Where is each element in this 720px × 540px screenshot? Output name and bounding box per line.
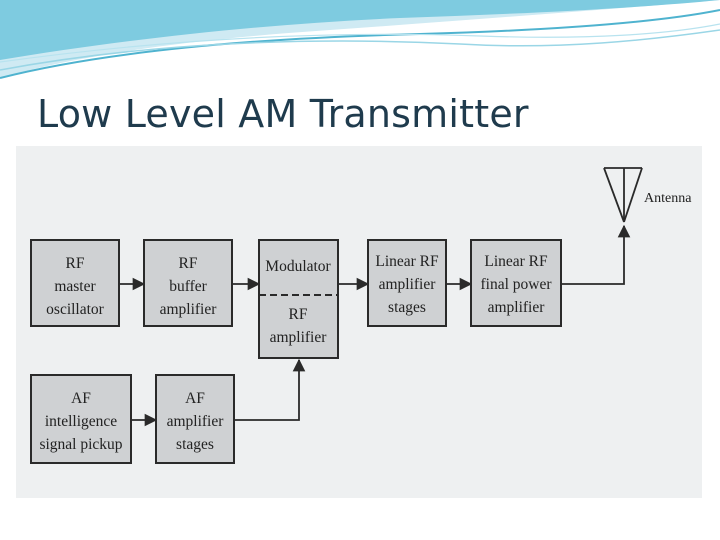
block-af-intelligence-signal-pickup: AF intelligence signal pickup <box>30 374 132 464</box>
block-label-line: stages <box>388 299 426 316</box>
block-label-line: amplifier <box>379 276 437 293</box>
antenna-icon <box>603 167 643 223</box>
block-label-line: Modulator <box>265 258 331 275</box>
block-rf-buffer-amplifier: RF buffer amplifier <box>143 239 233 327</box>
block-label-line: oscillator <box>46 301 105 318</box>
block-label-line: amplifier <box>488 299 546 316</box>
block-label-line: Linear RF <box>375 253 439 270</box>
block-linear-rf-final-power-amplifier: Linear RF final power amplifier <box>470 239 562 327</box>
block-label-line: AF <box>71 390 91 407</box>
block-label-line: RF <box>66 255 85 272</box>
block-label-line: amplifier <box>167 413 225 430</box>
block-modulator-rf-amplifier: Modulator RF amplifier <box>258 239 339 359</box>
block-label-line: RF <box>179 255 198 272</box>
block-label-line: amplifier <box>160 301 218 318</box>
block-label-line: AF <box>185 390 205 407</box>
wire-final-to-antenna <box>561 224 631 285</box>
block-label-line: master <box>54 278 96 295</box>
block-rf-master-oscillator: RF master oscillator <box>30 239 120 327</box>
antenna-label: Antenna <box>644 191 692 206</box>
block-af-amplifier-stages: AF amplifier stages <box>155 374 235 464</box>
wire-af-amp-to-modulator <box>234 358 306 421</box>
block-label-line: signal pickup <box>39 436 122 453</box>
block-label-line: stages <box>176 436 214 453</box>
block-label-line: Linear RF <box>484 253 548 270</box>
block-label-line: final power <box>480 276 552 293</box>
block-label-line: buffer <box>169 278 207 295</box>
block-label-line: intelligence <box>45 413 117 430</box>
block-linear-rf-amplifier-stages: Linear RF amplifier stages <box>367 239 447 327</box>
block-label-line: RF <box>289 306 308 323</box>
slide-title: Low Level AM Transmitter <box>37 92 529 136</box>
header-wave-decoration <box>0 0 720 79</box>
block-label-line: amplifier <box>270 329 328 346</box>
